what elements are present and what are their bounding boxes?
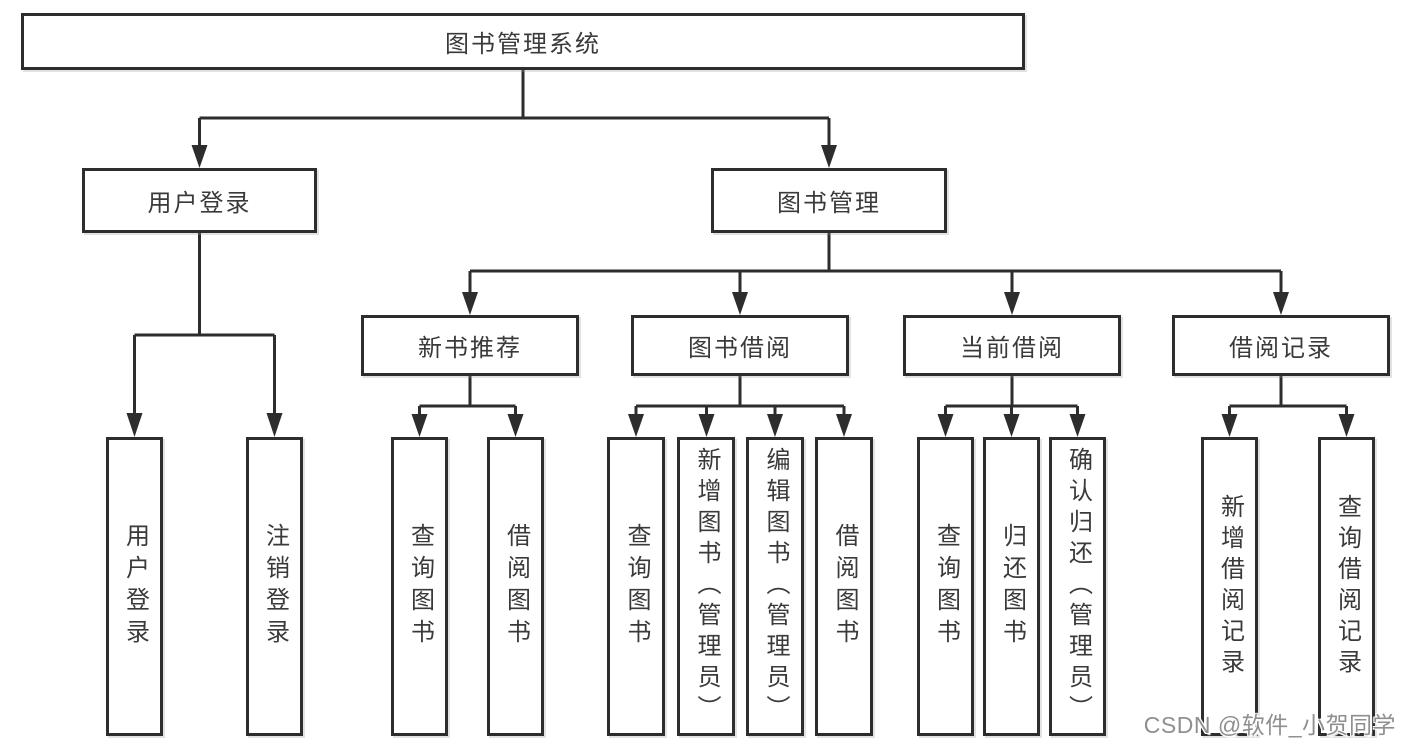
csdn-watermark: CSDN @软件_小贺同学 xyxy=(1143,712,1396,738)
node-query-books-1: 查询图书 xyxy=(391,437,448,736)
connector-root xyxy=(198,69,831,148)
node-book-borrowing-label: 图书借阅 xyxy=(688,335,792,362)
node-return-books-label: 归还图书 xyxy=(998,522,1026,651)
node-query-borrow-record-label: 查询借阅记录 xyxy=(1333,493,1361,680)
connector-current-borrowing xyxy=(944,376,1079,417)
node-query-books-1-label: 查询图书 xyxy=(406,522,434,651)
node-query-books-3-label: 查询图书 xyxy=(932,522,960,651)
node-logout-label: 注销登录 xyxy=(261,522,289,651)
node-query-books-3: 查询图书 xyxy=(917,437,974,736)
node-new-book-recommend: 新书推荐 xyxy=(361,315,579,376)
node-borrow-books-2: 借阅图书 xyxy=(815,437,873,736)
node-confirm-return-admin-label: 确认归还（管理员） xyxy=(1064,447,1092,726)
node-book-borrowing: 图书借阅 xyxy=(631,315,849,376)
connector-borrowing-records xyxy=(1228,376,1348,417)
connector-new-book-recommend xyxy=(418,376,517,417)
node-current-borrowing: 当前借阅 xyxy=(903,315,1121,376)
node-borrow-books-1-label: 借阅图书 xyxy=(502,522,530,651)
node-book-management: 图书管理 xyxy=(711,168,947,233)
node-root-label: 图书管理系统 xyxy=(445,31,601,58)
node-query-borrow-record: 查询借阅记录 xyxy=(1318,437,1375,736)
node-add-borrow-record: 新增借阅记录 xyxy=(1201,437,1258,736)
node-root: 图书管理系统 xyxy=(21,13,1025,70)
node-user-login: 用户登录 xyxy=(82,168,317,233)
node-add-borrow-record-label: 新增借阅记录 xyxy=(1216,493,1244,680)
connector-book-borrowing xyxy=(634,376,846,417)
node-confirm-return-admin: 确认归还（管理员） xyxy=(1049,437,1106,736)
node-user-login-label: 用户登录 xyxy=(147,190,252,217)
node-borrowing-records-label: 借阅记录 xyxy=(1229,335,1333,362)
node-query-books-2-label: 查询图书 xyxy=(623,522,650,651)
node-login: 用户登录 xyxy=(106,437,163,736)
node-return-books: 归还图书 xyxy=(983,437,1040,736)
node-edit-books-admin-label: 编辑图书（管理员） xyxy=(762,447,789,726)
node-borrowing-records: 借阅记录 xyxy=(1172,315,1390,376)
connector-user-login xyxy=(133,233,276,417)
arrowheads xyxy=(126,145,1355,437)
node-borrow-books-2-label: 借阅图书 xyxy=(831,522,858,651)
node-query-books-2: 查询图书 xyxy=(607,437,665,736)
node-book-management-label: 图书管理 xyxy=(777,190,881,217)
node-login-label: 用户登录 xyxy=(121,522,149,651)
node-edit-books-admin: 编辑图书（管理员） xyxy=(746,437,804,736)
node-add-books-admin: 新增图书（管理员） xyxy=(677,437,735,736)
node-logout: 注销登录 xyxy=(246,437,303,736)
node-current-borrowing-label: 当前借阅 xyxy=(960,335,1064,362)
connector-book-management xyxy=(468,233,1283,295)
node-borrow-books-1: 借阅图书 xyxy=(487,437,544,736)
node-add-books-admin-label: 新增图书（管理员） xyxy=(693,447,720,726)
node-new-book-recommend-label: 新书推荐 xyxy=(418,335,522,362)
